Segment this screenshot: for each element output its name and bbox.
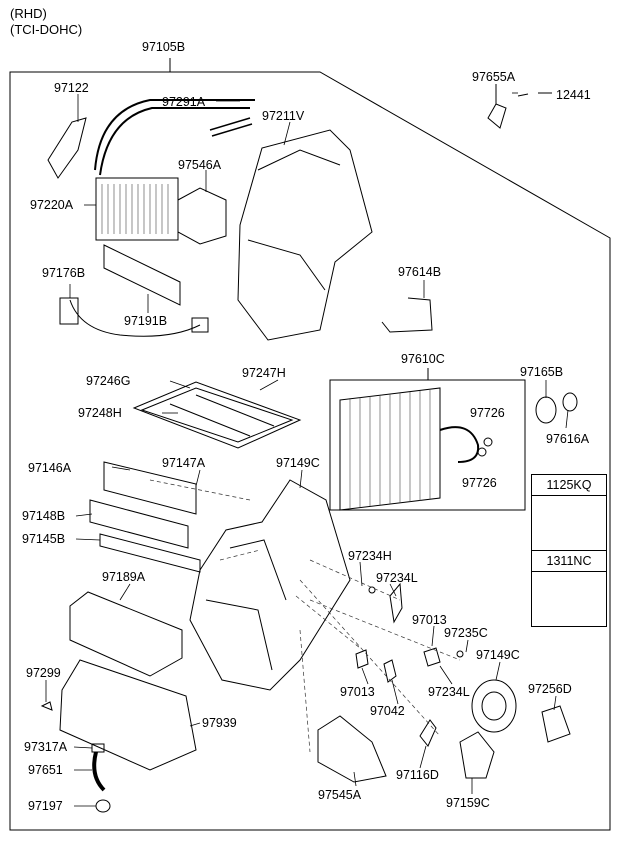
- part-97122: 97122: [54, 81, 89, 95]
- heater-pipe: [94, 99, 255, 176]
- part-97149C-blower: 97149C: [476, 648, 520, 662]
- part-97013-right: 97013: [412, 613, 447, 627]
- duct-97545A: [317, 715, 387, 783]
- lever-97234L: [389, 582, 403, 624]
- filter-pad-97148B: [89, 499, 189, 549]
- evaporator-frame: [329, 379, 526, 511]
- part-97726-upper: 97726: [470, 406, 505, 420]
- filter-pad-97146A: [103, 461, 197, 515]
- part-97546A: 97546A: [178, 158, 222, 172]
- part-97614B: 97614B: [398, 265, 442, 279]
- filter-frame: [132, 381, 302, 449]
- part-97939: 97939: [202, 716, 237, 730]
- part-97105B: 97105B: [142, 40, 186, 54]
- part-97197: 97197: [28, 799, 63, 813]
- part-97159C: 97159C: [446, 796, 490, 810]
- plug-97197: [95, 799, 111, 813]
- legend-label-1311NC: 1311NC: [532, 551, 606, 572]
- part-97248H: 97248H: [78, 406, 122, 420]
- part-97235C: 97235C: [444, 626, 488, 640]
- legend-nut-cell: [532, 572, 606, 625]
- part-97234H: 97234H: [348, 549, 392, 563]
- part-97246G: 97246G: [86, 374, 131, 388]
- upper-case: [237, 129, 373, 341]
- bracket-97122: [47, 117, 87, 179]
- part-97247H: 97247H: [242, 366, 286, 380]
- hose-97651: [92, 751, 106, 792]
- ptc-heater: [103, 244, 181, 306]
- drain-case-97939: [59, 659, 197, 771]
- header-rhd: (RHD): [10, 6, 47, 21]
- valve-97616A: [562, 392, 578, 412]
- part-97291A: 97291A: [162, 95, 206, 109]
- part-97616A: 97616A: [546, 432, 590, 446]
- fastener-legend: 1125KQ 1311NC: [531, 474, 607, 627]
- part-97299: 97299: [26, 666, 61, 680]
- part-97165B: 97165B: [520, 365, 564, 379]
- blower-motor: [471, 679, 517, 733]
- lower-case: [189, 479, 351, 691]
- tube-97291A: [209, 117, 253, 137]
- part-97545A: 97545A: [318, 788, 362, 802]
- actuator-97546A: [177, 187, 227, 245]
- legend-label-1125KQ: 1125KQ: [532, 475, 606, 496]
- part-97726-lower: 97726: [462, 476, 497, 490]
- legend-bolt-cell: [532, 496, 606, 551]
- part-97191B: 97191B: [124, 314, 168, 328]
- heater-core: [95, 177, 179, 241]
- part-97234L-upper: 97234L: [376, 571, 418, 585]
- clip-97299: [40, 701, 53, 711]
- part-97610C: 97610C: [401, 352, 445, 366]
- header-engine: (TCI-DOHC): [10, 22, 83, 37]
- part-12441: 12441: [556, 88, 591, 102]
- part-97148B: 97148B: [22, 509, 66, 523]
- bracket-97159C: [459, 731, 495, 779]
- part-97651: 97651: [28, 763, 63, 777]
- part-97116D: 97116D: [396, 768, 439, 782]
- lever-97013: [423, 647, 441, 667]
- lever-97116D: [419, 719, 437, 747]
- part-97147A: 97147A: [162, 456, 206, 470]
- sensor-97614B: [381, 297, 433, 333]
- evaporator: [339, 387, 441, 511]
- filter-pad-97145B: [99, 533, 201, 573]
- part-97146A: 97146A: [28, 461, 72, 475]
- assembly-frame: [9, 58, 611, 831]
- part-97189A: 97189A: [102, 570, 146, 584]
- lever-97042: [383, 659, 397, 683]
- part-97256D: 97256D: [528, 682, 572, 696]
- part-97234L-lower: 97234L: [428, 685, 470, 699]
- part-97149C-case: 97149C: [276, 456, 320, 470]
- part-97042: 97042: [370, 704, 405, 718]
- resistor-97256D: [541, 705, 571, 743]
- seal-97165B: [535, 396, 557, 424]
- tray-97189A: [69, 591, 183, 677]
- part-97655A: 97655A: [472, 70, 516, 84]
- part-97145B: 97145B: [22, 532, 66, 546]
- part-97317A: 97317A: [24, 740, 68, 754]
- wiring-harness: [69, 299, 201, 337]
- part-97176B: 97176B: [42, 266, 86, 280]
- part-97013-left: 97013: [340, 685, 375, 699]
- lever-97013b: [355, 649, 369, 669]
- grommet-97655A: [487, 103, 507, 129]
- part-97211V: 97211V: [262, 109, 305, 123]
- part-97220A: 97220A: [30, 198, 74, 212]
